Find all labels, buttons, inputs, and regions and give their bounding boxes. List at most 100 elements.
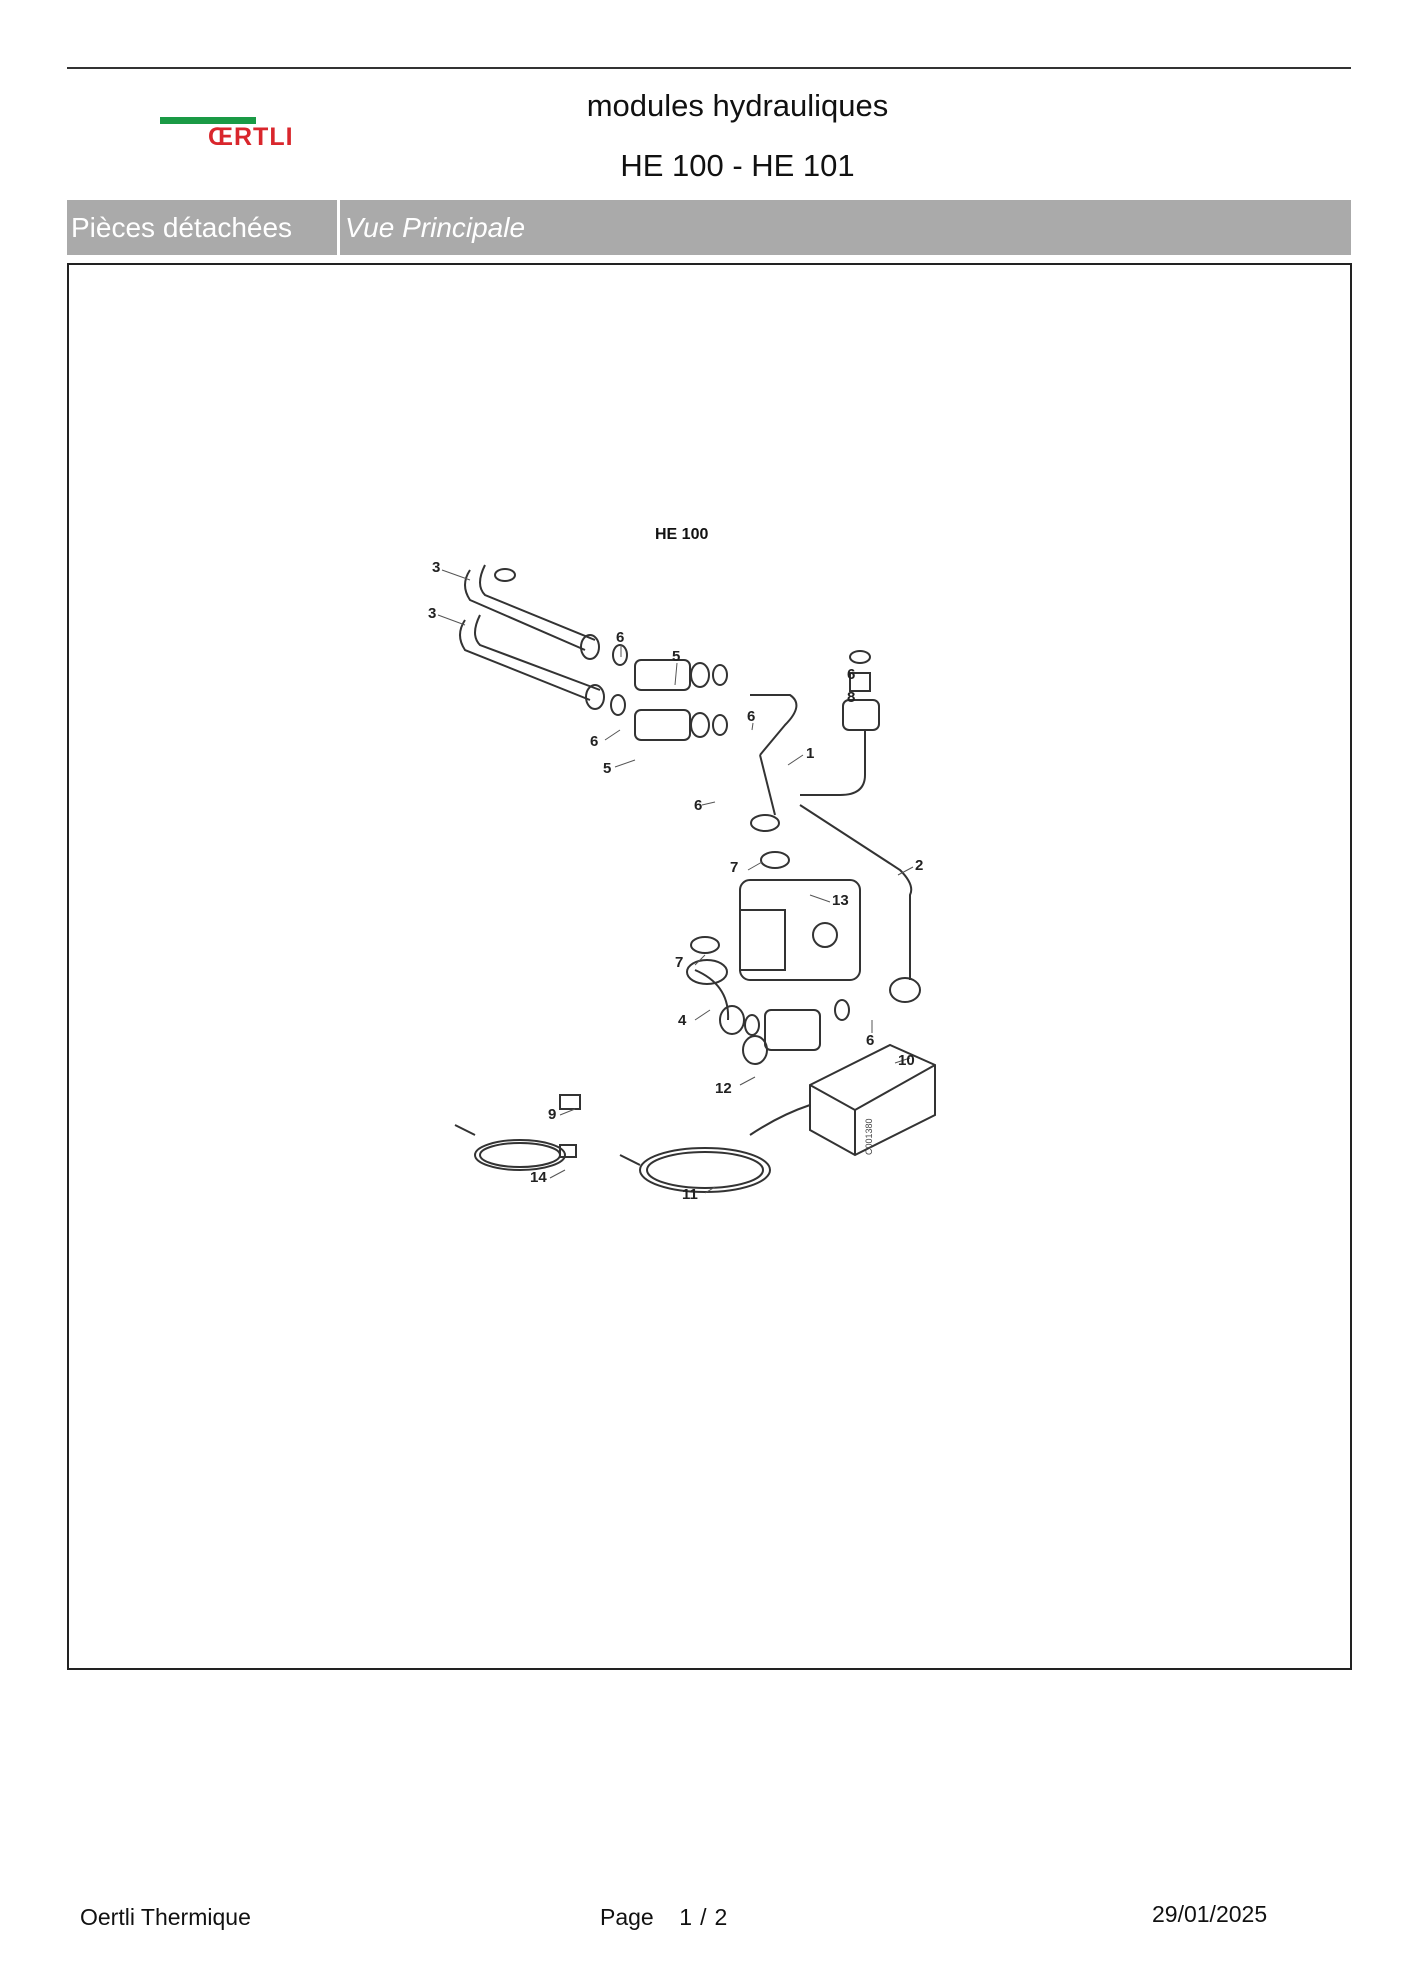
cable-14-end [454, 1124, 476, 1136]
logo-green-bar [160, 117, 256, 124]
label-3: 3 [428, 605, 436, 622]
nut [889, 977, 921, 1003]
clip-9 [559, 1094, 581, 1110]
pipe-1 [750, 694, 798, 756]
gasket [744, 1014, 760, 1036]
leader-line [694, 954, 706, 966]
valve-lower [634, 709, 691, 741]
label-10: 10 [898, 1052, 915, 1069]
label-6: 6 [866, 1032, 874, 1049]
top-rule [67, 67, 1351, 69]
valve-upper [634, 659, 691, 691]
document-title: modules hydrauliques [586, 88, 889, 123]
pipe-2 [799, 804, 913, 980]
pipe-2-top [800, 730, 866, 796]
pipe-3-lower-inner [474, 614, 601, 691]
label-14: 14 [530, 1169, 547, 1186]
leader-line [747, 861, 763, 871]
footer-company: Oertli Thermique [80, 1904, 251, 1930]
leader-line [739, 1076, 756, 1086]
gasket [610, 694, 626, 716]
leader-line [441, 569, 471, 581]
section-label-spare-parts: Pièces détachées [67, 200, 340, 255]
leader-line [809, 894, 831, 903]
sensor-14 [559, 1144, 577, 1158]
footer-pagination: Page 1 / 2 [600, 1904, 727, 1931]
elbow-ring [686, 959, 728, 985]
label-4: 4 [678, 1012, 687, 1029]
label-8: 8 [847, 689, 855, 706]
leader-line [549, 1169, 566, 1179]
label-1: 1 [806, 745, 814, 762]
page-label: Page [600, 1904, 654, 1930]
leader-line [674, 662, 678, 686]
gasket [712, 714, 728, 736]
gasket-7 [690, 936, 720, 954]
leader-line [559, 1108, 576, 1116]
label-12: 12 [715, 1080, 732, 1097]
gasket [690, 662, 710, 688]
cable-11 [646, 1151, 764, 1189]
leader-line [614, 759, 636, 768]
leader-line [694, 1009, 711, 1021]
label-6: 6 [590, 733, 598, 750]
elbow-4 [694, 969, 730, 1021]
figure-title: HE 100 [655, 526, 708, 543]
label-13: 13 [832, 892, 849, 909]
leader-line [897, 866, 914, 876]
page-separator: / [700, 1904, 707, 1930]
cable-11 [639, 1147, 771, 1193]
label-7: 7 [675, 954, 683, 971]
footer-date: 29/01/2025 [1152, 1901, 1268, 1927]
nut [719, 1005, 745, 1035]
valve-port [742, 1035, 768, 1065]
gasket-7 [760, 851, 790, 869]
label-5: 5 [672, 648, 680, 665]
leader-line [604, 729, 621, 741]
cable-14 [474, 1139, 566, 1171]
exploded-view-svg: HE 100 C001380 3 3 6 5 6 8 6 6 5 1 6 2 7… [428, 526, 936, 1203]
pump-box [739, 909, 786, 971]
gasket [690, 712, 710, 738]
label-5: 5 [603, 760, 611, 777]
actuator-edge [809, 1064, 936, 1112]
vent-8 [849, 672, 871, 692]
label-6: 6 [616, 629, 624, 646]
oertli-logo: ŒRTLI [160, 115, 320, 155]
cable-14 [479, 1142, 561, 1168]
leader-line [704, 1186, 716, 1194]
leader-line [751, 722, 754, 731]
pipe-end [494, 568, 516, 582]
section-label-view: Vue Principale [345, 211, 526, 243]
leader-line [701, 801, 716, 806]
exploded-view-diagram: HE 100 C001380 3 3 6 5 6 8 6 6 5 1 6 2 7… [410, 515, 970, 1235]
actuator-10 [809, 1043, 936, 1157]
leader-line [437, 614, 466, 626]
valve-12 [764, 1009, 821, 1051]
leader-line [787, 754, 804, 766]
pipe-3-upper [464, 569, 586, 651]
page-current: 1 [679, 1904, 693, 1930]
leader-line [894, 1057, 911, 1064]
label-6: 6 [847, 666, 855, 683]
cable-11-end [619, 1154, 641, 1166]
label-9: 9 [548, 1106, 556, 1123]
pipe-1-down [759, 754, 776, 816]
nut [585, 684, 605, 710]
diagram-frame [67, 263, 1352, 1670]
pipe-3-upper-inner [479, 564, 596, 641]
nut [750, 814, 780, 832]
label-2: 2 [915, 857, 923, 874]
logo-text: ŒRTLI [208, 123, 294, 151]
pump-rotor [812, 922, 838, 948]
actuator-cable [749, 1104, 811, 1136]
label-7: 7 [730, 859, 738, 876]
gasket [849, 650, 871, 664]
label-11: 11 [682, 1186, 698, 1203]
pipe-3-lower [459, 619, 591, 701]
connector [842, 699, 880, 731]
section-header-bar: Pièces détachées Vue Principale [67, 200, 1351, 255]
nut [580, 634, 600, 660]
document-subtitle: HE 100 - HE 101 [620, 148, 855, 183]
page-total: 2 [714, 1904, 728, 1930]
